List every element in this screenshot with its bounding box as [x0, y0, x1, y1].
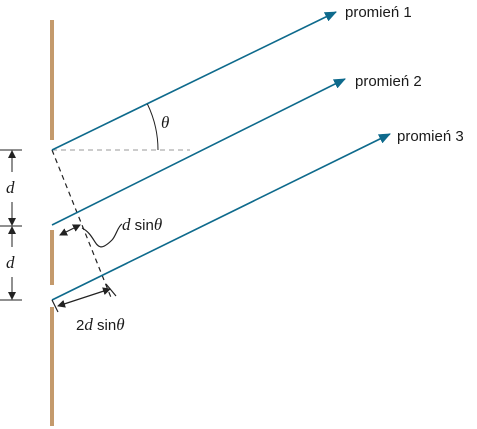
path-difference-single-marker: [59, 223, 123, 248]
spacing-upper-label: d: [6, 178, 15, 197]
ray-3-label: promień 3: [397, 128, 464, 145]
single-marker-leader: [81, 223, 123, 248]
ray-1: [51, 11, 337, 151]
path-difference-double-label: 2d sinθ: [76, 315, 125, 334]
angle-arc: [146, 103, 159, 151]
path-difference-double-marker: [51, 283, 117, 313]
spacing-dimension: [0, 149, 22, 301]
angle-theta-label: θ: [161, 113, 169, 132]
double-marker-tick-end: [105, 283, 117, 297]
ray-2: [51, 78, 346, 226]
ray-3: [51, 133, 391, 301]
rays: [51, 11, 391, 301]
single-marker-arrow: [59, 224, 81, 236]
ray-1-label: promień 1: [345, 4, 412, 21]
double-marker-arrow: [57, 287, 111, 308]
double-marker-tick-start: [51, 299, 59, 313]
perpendicular-dashed-line: [51, 149, 113, 301]
spacing-lower-label: d: [6, 253, 15, 272]
path-difference-single-label: d sinθ: [122, 215, 162, 234]
ray-2-label: promień 2: [355, 73, 422, 90]
